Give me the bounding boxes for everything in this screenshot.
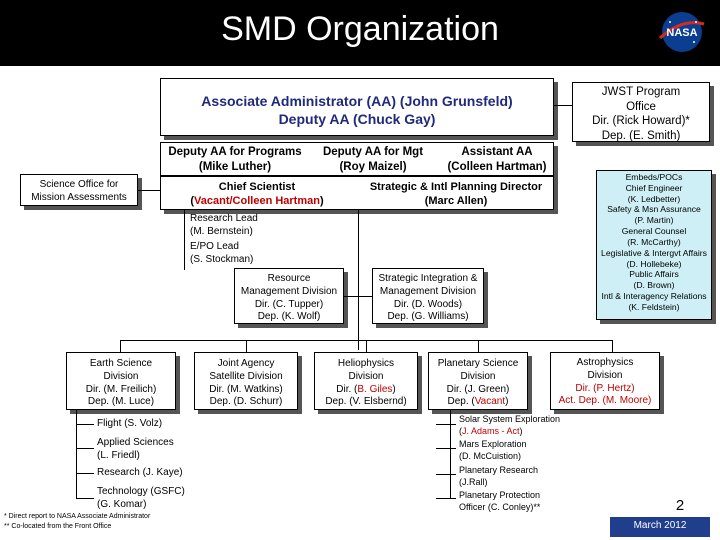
page-number: 2	[675, 497, 685, 514]
earth-research: Research (J. Kaye)	[97, 467, 183, 478]
deputy-aa-title: Deputy AA (Chuck Gay)	[278, 111, 436, 127]
strategic-integration-box	[372, 268, 484, 324]
epo-lead: E/PO Lead(S. Stockman)	[190, 241, 254, 265]
connector-planetary-3	[436, 498, 456, 499]
connector-earth-1	[76, 448, 94, 449]
jwst-box	[572, 82, 710, 142]
strategic-integration: Strategic Integration &Management Divisi…	[378, 273, 478, 323]
heliophysics-box	[314, 352, 418, 410]
chief-strategic-box	[160, 176, 554, 210]
nasa-logo-icon: NASA	[658, 12, 705, 52]
connector-trunk	[358, 210, 359, 350]
date-label: March 2012	[633, 520, 687, 531]
deputy-mgt: Deputy AA for Mgt(Roy Maizel)	[322, 146, 424, 173]
earth-flight: Flight (S. Volz)	[97, 418, 163, 429]
connector-planetary-0	[436, 424, 456, 425]
earth-science-box	[66, 352, 176, 410]
resource-mgmt-box	[234, 268, 344, 324]
planetary-box	[428, 352, 528, 410]
deputy-programs: Deputy AA for Programs(Mike Luther)	[168, 146, 302, 173]
assistant-aa: Assistant AA(Colleen Hartman)	[447, 146, 547, 173]
connector-div-1	[246, 340, 247, 352]
connector-planetary-2	[436, 474, 456, 475]
connector-div-0	[120, 340, 121, 352]
connector-earth-0	[76, 424, 94, 425]
embeds-box	[596, 170, 712, 320]
connector-science-office	[138, 190, 160, 191]
footnote-direct-report: * Direct report to NASA Associate Admini…	[4, 513, 151, 520]
title-bar	[0, 0, 720, 66]
connector-jwst	[554, 105, 572, 106]
footnote-colocated: ** Co-located from the Front Office	[4, 523, 112, 530]
connector-planetary-1	[436, 448, 456, 449]
earth-applied-sciences: Applied Sciences(L. Friedl)	[97, 437, 174, 461]
planetary-sse: Solar System Exploration (J. Adams - Act…	[459, 414, 561, 436]
connector-resource	[344, 296, 358, 297]
connector-strategic-int	[358, 296, 372, 297]
deputies-box	[160, 142, 554, 176]
page-title: SMD Organization	[221, 10, 499, 48]
connector-div-3	[478, 340, 479, 352]
connector-div-2	[366, 340, 367, 352]
connector-planetary-stem	[450, 410, 451, 498]
connector-earth-stem	[76, 410, 77, 498]
astrophysics-box	[550, 352, 660, 410]
connector-earth-2	[76, 473, 94, 474]
connector-earth-3	[76, 498, 94, 499]
planetary-mars: Mars Exploration(D. McCuistion)	[459, 439, 527, 461]
date-badge	[610, 517, 710, 537]
chief-scientist: Chief Scientist (Vacant/Colleen Hartman)	[190, 181, 324, 208]
strategic-planning: Strategic & Intl Planning Director(Marc …	[369, 181, 543, 208]
earth-technology: Technology (GSFC)(G. Komar)	[97, 486, 185, 510]
science-office-box	[20, 174, 138, 206]
connector-left-stem	[184, 210, 185, 270]
aa-box	[160, 78, 554, 136]
aa-title: Associate Administrator (AA) (John Gruns…	[201, 93, 513, 109]
jasd-box	[194, 352, 298, 410]
connector-div-4	[612, 340, 613, 352]
nasa-logo-text: NASA	[666, 27, 697, 39]
research-lead: Research Lead(M. Bernstein)	[190, 213, 258, 237]
planetary-research: Planetary Research(J.Rall)	[459, 465, 539, 487]
